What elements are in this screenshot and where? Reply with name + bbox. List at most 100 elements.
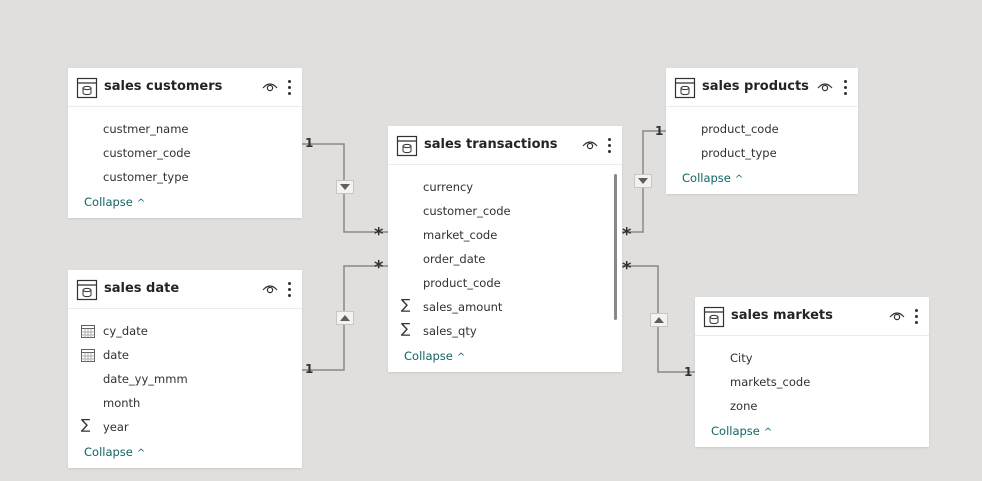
field-item[interactable]: order_date: [388, 249, 610, 269]
table-card-title: sales products: [702, 79, 809, 94]
table-card-header[interactable]: sales customers: [68, 68, 302, 107]
table-card-sales-products[interactable]: sales products product_code product_type…: [666, 68, 858, 194]
chevron-up-icon: ^: [136, 448, 146, 459]
table-card-sales-customers[interactable]: sales customers custmer_name customer_co…: [68, 68, 302, 218]
collapse-label: Collapse: [711, 424, 760, 438]
field-label: product_type: [701, 146, 777, 160]
field-item[interactable]: product_type: [666, 143, 858, 163]
table-card-title: sales markets: [731, 308, 833, 323]
triangle-down-icon: [340, 184, 350, 190]
field-label: market_code: [423, 228, 498, 242]
field-item[interactable]: market_code: [388, 225, 610, 245]
field-item[interactable]: ∑ sales_qty: [388, 321, 610, 341]
collapse-button[interactable]: Collapse^: [84, 195, 145, 209]
calendar-icon: [81, 325, 95, 338]
field-item[interactable]: cy_date: [68, 321, 302, 341]
field-label: currency: [423, 180, 474, 194]
cardinality-many-label: *: [622, 224, 632, 245]
table-card-sales-date[interactable]: sales date cy_date: [68, 270, 302, 468]
chevron-up-icon: ^: [763, 427, 773, 438]
table-icon: [674, 77, 696, 99]
chevron-up-icon: ^: [136, 198, 146, 209]
field-label: cy_date: [103, 324, 148, 338]
more-options-icon[interactable]: [844, 80, 848, 96]
field-item[interactable]: product_code: [666, 119, 858, 139]
field-item[interactable]: markets_code: [695, 372, 929, 392]
table-card-sales-transactions[interactable]: sales transactions currency customer_cod…: [388, 126, 622, 372]
field-item[interactable]: zone: [695, 396, 929, 416]
more-options-icon[interactable]: [288, 282, 292, 298]
cardinality-one-label: 1: [655, 124, 664, 138]
filter-direction-down-icon[interactable]: [634, 174, 652, 188]
collapse-label: Collapse: [84, 195, 133, 209]
field-label: customer_type: [103, 170, 189, 184]
collapse-button[interactable]: Collapse^: [711, 424, 772, 438]
sigma-icon: ∑: [401, 321, 411, 337]
table-icon: [396, 135, 418, 157]
collapse-button[interactable]: Collapse^: [682, 171, 743, 185]
calendar-icon: [81, 349, 95, 362]
more-options-icon[interactable]: [608, 138, 612, 154]
field-item[interactable]: date: [68, 345, 302, 365]
field-label: year: [103, 420, 129, 434]
filter-direction-up-icon[interactable]: [650, 313, 668, 327]
collapse-label: Collapse: [404, 349, 453, 363]
field-item[interactable]: custmer_name: [68, 119, 302, 139]
sigma-icon: ∑: [401, 297, 411, 313]
more-options-icon[interactable]: [915, 309, 919, 325]
eye-icon[interactable]: [582, 139, 598, 151]
table-icon: [76, 77, 98, 99]
table-card-title: sales customers: [104, 79, 223, 94]
table-card-header[interactable]: sales markets: [695, 297, 929, 336]
field-item[interactable]: customer_code: [68, 143, 302, 163]
field-label: custmer_name: [103, 122, 189, 136]
field-label: product_code: [423, 276, 501, 290]
field-item[interactable]: ∑ sales_amount: [388, 297, 610, 317]
collapse-label: Collapse: [682, 171, 731, 185]
cardinality-one-label: 1: [684, 365, 693, 379]
eye-icon[interactable]: [262, 81, 278, 93]
field-item[interactable]: customer_code: [388, 201, 610, 221]
field-item[interactable]: date_yy_mmm: [68, 369, 302, 389]
field-item[interactable]: City: [695, 348, 929, 368]
collapse-button[interactable]: Collapse^: [84, 445, 145, 459]
field-item[interactable]: ∑ year: [68, 417, 302, 437]
table-icon: [76, 279, 98, 301]
field-item[interactable]: currency: [388, 177, 610, 197]
eye-icon[interactable]: [889, 310, 905, 322]
filter-direction-up-icon[interactable]: [336, 311, 354, 325]
filter-direction-down-icon[interactable]: [336, 180, 354, 194]
triangle-down-icon: [638, 178, 648, 184]
triangle-up-icon: [340, 315, 350, 321]
field-label: product_code: [701, 122, 779, 136]
field-label: markets_code: [730, 375, 811, 389]
more-options-icon[interactable]: [288, 80, 292, 96]
field-label: customer_code: [423, 204, 511, 218]
field-item[interactable]: product_code: [388, 273, 610, 293]
field-label: month: [103, 396, 141, 410]
field-item[interactable]: customer_type: [68, 167, 302, 187]
chevron-up-icon: ^: [456, 352, 466, 363]
eye-icon[interactable]: [262, 283, 278, 295]
field-label: customer_code: [103, 146, 191, 160]
eye-icon[interactable]: [817, 81, 833, 93]
cardinality-one-label: 1: [305, 362, 314, 376]
table-icon: [703, 306, 725, 328]
vertical-scrollbar[interactable]: [614, 174, 617, 320]
cardinality-one-label: 1: [305, 136, 314, 150]
sigma-icon: ∑: [81, 417, 91, 433]
collapse-button[interactable]: Collapse^: [404, 349, 465, 363]
collapse-label: Collapse: [84, 445, 133, 459]
field-label: zone: [730, 399, 758, 413]
field-label: sales_amount: [423, 300, 503, 314]
field-label: order_date: [423, 252, 486, 266]
triangle-up-icon: [654, 317, 664, 323]
field-item[interactable]: month: [68, 393, 302, 413]
table-card-sales-markets[interactable]: sales markets City markets_code zone Col…: [695, 297, 929, 447]
table-card-header[interactable]: sales date: [68, 270, 302, 309]
table-card-header[interactable]: sales products: [666, 68, 858, 107]
table-card-header[interactable]: sales transactions: [388, 126, 622, 165]
table-card-title: sales transactions: [424, 137, 558, 152]
field-label: sales_qty: [423, 324, 477, 338]
